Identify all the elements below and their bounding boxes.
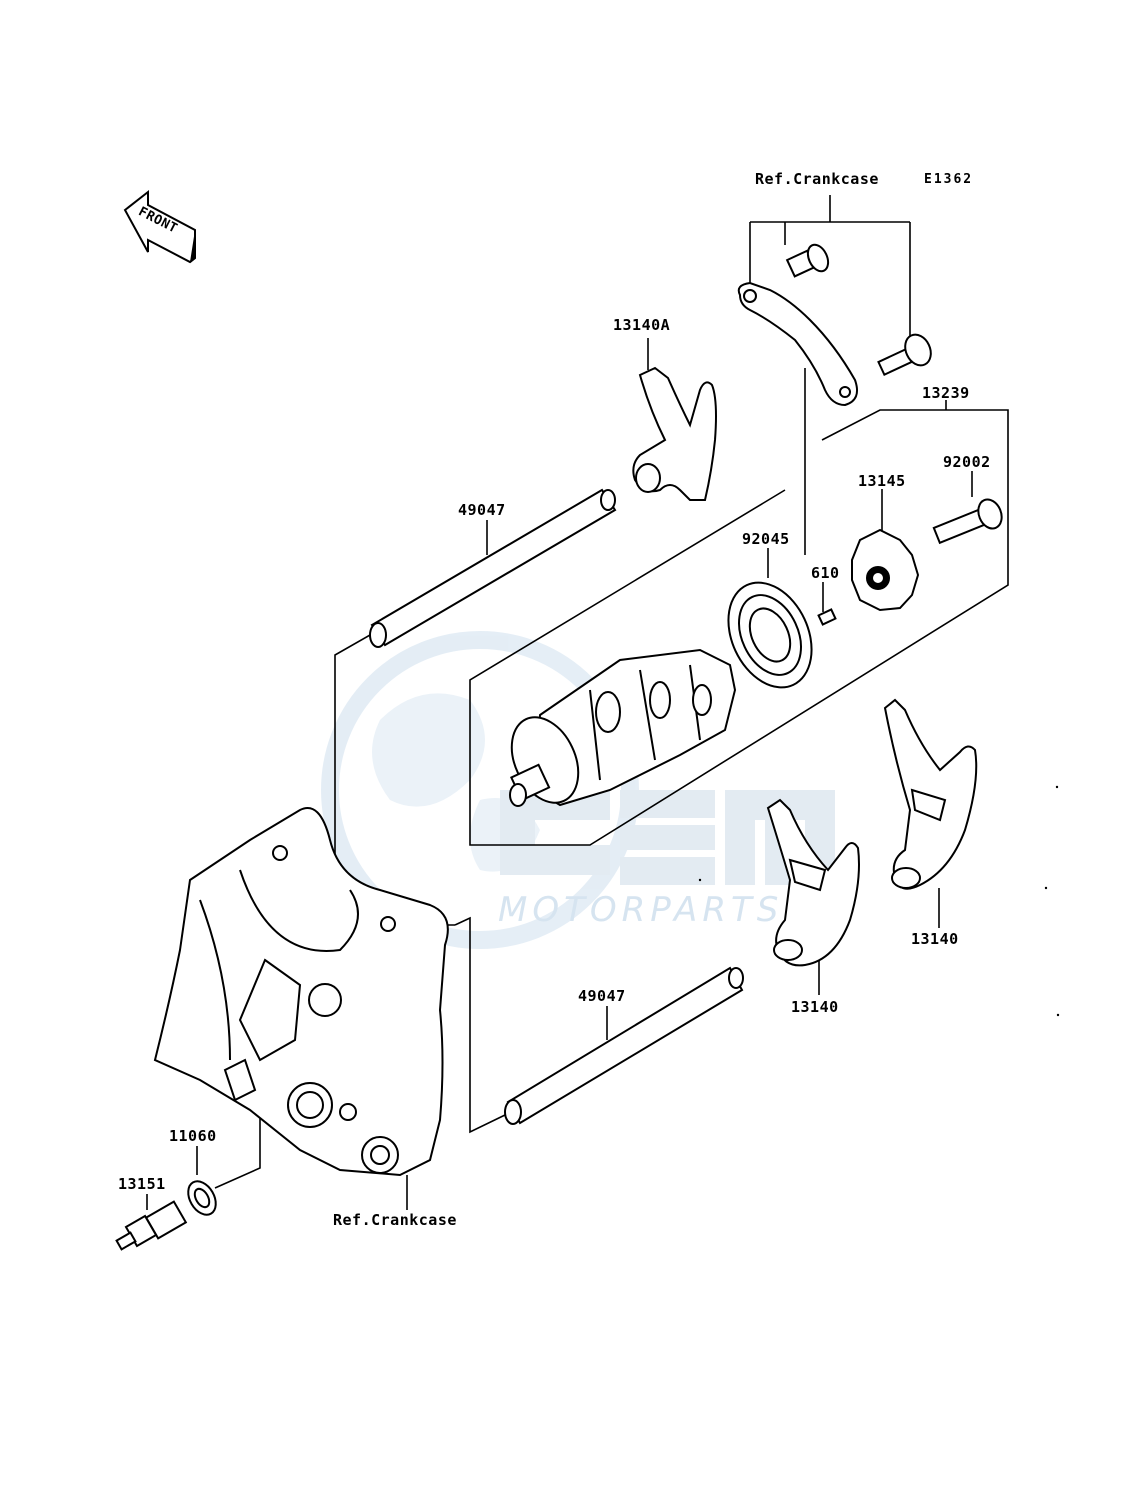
drum-cam-13145: [851, 528, 920, 612]
label-49047-upper: 49047: [458, 501, 506, 519]
stray-marks: [698, 785, 1060, 1017]
label-49047-lower: 49047: [578, 987, 626, 1005]
label-13140-mid: 13140: [791, 998, 839, 1016]
washer-11060: [187, 1180, 217, 1216]
bolt-upper: [785, 243, 830, 278]
label-ref-crankcase-top: Ref.Crankcase: [755, 170, 879, 188]
stopper-lever: [737, 281, 858, 407]
crankcase: [153, 807, 449, 1177]
label-11060: 11060: [169, 1127, 217, 1145]
shift-drum: [509, 648, 737, 807]
shift-rod-lower: [504, 966, 744, 1125]
shift-fork-13140-right: [883, 698, 978, 890]
label-13151: 13151: [118, 1175, 166, 1193]
label-13239: 13239: [922, 384, 970, 402]
shift-fork-13140a: [632, 366, 717, 501]
pin-610: [817, 608, 837, 626]
shift-fork-13140-mid: [766, 798, 860, 967]
neutral-switch-13151: [115, 1200, 188, 1251]
front-arrow-icon: [123, 189, 196, 264]
label-92002: 92002: [943, 453, 991, 471]
label-ref-crankcase-bottom: Ref.Crankcase: [333, 1211, 457, 1229]
leader-lines: [146, 195, 1009, 1210]
bolt-lower: [877, 333, 932, 377]
label-13145: 13145: [858, 472, 906, 490]
watermark-tagline: MOTORPARTS: [498, 890, 784, 930]
shift-rod-upper: [369, 488, 617, 648]
label-92045: 92045: [742, 530, 790, 548]
bearing-92045: [727, 581, 813, 689]
label-13140a: 13140A: [613, 316, 671, 334]
diagram-code: E1362: [924, 172, 974, 187]
label-13140-right: 13140: [911, 930, 959, 948]
label-610: 610: [811, 564, 840, 582]
bolt-92002: [932, 498, 1003, 545]
